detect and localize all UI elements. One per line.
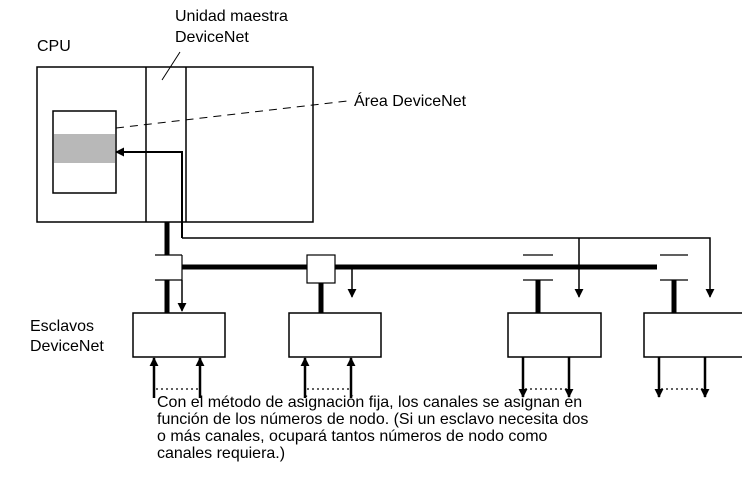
slave-4-outputs — [654, 357, 710, 398]
slave-1-inputs — [149, 357, 205, 398]
slave-3-outputs — [518, 357, 574, 398]
slave-box-1 — [132, 312, 226, 358]
input-data-arrow — [115, 147, 183, 238]
master-unit-leader — [161, 51, 181, 81]
tap-node-3 — [523, 254, 553, 313]
slaves-label-line2: DeviceNet — [30, 338, 104, 355]
devicenet-area-leader — [115, 100, 348, 129]
cpu-label: CPU — [37, 38, 71, 55]
slave-box-4 — [643, 312, 742, 358]
tap-node-2 — [306, 254, 336, 313]
tap-node-1 — [155, 254, 183, 313]
master-unit-label-line2: DeviceNet — [175, 29, 249, 46]
slave-box-3 — [507, 312, 602, 358]
slave-box-2 — [288, 312, 382, 358]
devicenet-area-block — [54, 134, 115, 163]
slaves-label-line1: Esclavos — [30, 318, 94, 335]
cpu-memory — [52, 100, 348, 194]
plc-rack — [36, 51, 314, 223]
caption-line-3: o más canales, ocupará tantos números de… — [157, 428, 548, 445]
tap-node-4 — [660, 254, 688, 313]
caption-line-1: Con el método de asignación fija, los ca… — [157, 394, 583, 411]
plc-rack-frame — [36, 66, 314, 223]
caption-line-4: canales requiera.) — [157, 445, 286, 462]
caption-line-2: función de los números de nodo. (Si un e… — [157, 411, 589, 428]
output-arrow-slave-4 — [182, 237, 715, 298]
caption: Con el método de asignación fija, los ca… — [157, 394, 737, 462]
slave-2-inputs — [300, 357, 356, 398]
master-unit-label-line1: Unidad maestra — [175, 8, 288, 25]
devicenet-area-label: Área DeviceNet — [354, 91, 467, 110]
